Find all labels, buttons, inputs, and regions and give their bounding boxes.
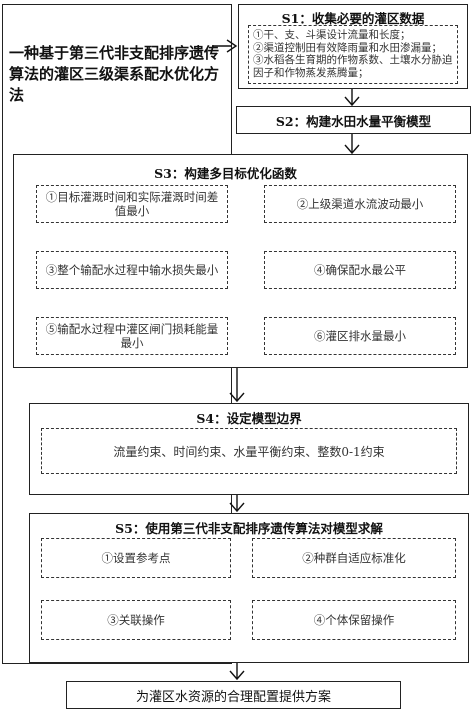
- s3-item-5: ⑤输配水过程中灌区闸门损耗能量最小: [36, 317, 228, 355]
- s3-item-3: ③整个输配水过程中输水损失最小: [36, 251, 228, 289]
- step-s2-box: S2：构建水田水量平衡模型: [236, 106, 471, 134]
- s3-item-6: ⑥灌区排水量最小: [264, 317, 456, 355]
- invention-title: 一种基于第三代非支配排序遗传算法的灌区三级渠系配水优化方法: [9, 44, 220, 104]
- step-s5-title: S5：使用第三代非支配排序遗传算法对模型求解: [115, 521, 383, 536]
- s5-item-2: ②种群自适应标准化: [252, 538, 456, 578]
- step-s2-title: S2：构建水田水量平衡模型: [275, 113, 432, 129]
- s3-item-4: ④确保配水最公平: [264, 251, 456, 289]
- s1-item-2: ②渠道控制田有效降雨量和水田渗漏量；: [253, 41, 442, 54]
- s4-constraints: 流量约束、时间约束、水量平衡约束、整数0-1约束: [113, 444, 385, 459]
- result-box: 为灌区水资源的合理配置提供方案: [66, 681, 401, 709]
- step-s4-title: S4：设定模型边界: [196, 411, 302, 426]
- s5-item-1: ①设置参考点: [41, 538, 231, 578]
- step-s1-title: S1：收集必要的灌区数据: [281, 11, 425, 26]
- step-s5-box: S5：使用第三代非支配排序遗传算法对模型求解 ①设置参考点 ②种群自适应标准化 …: [29, 513, 469, 663]
- s5-item-4: ④个体保留操作: [252, 600, 456, 640]
- step-s3-box: S3：构建多目标优化函数 ①目标灌溉时间和实际灌溉时间差值最小 ②上级渠道水流波…: [13, 154, 468, 368]
- s1-item-1: ①干、支、斗渠设计流量和长度；: [253, 29, 411, 41]
- s5-item-3: ③关联操作: [41, 600, 231, 640]
- s3-item-2: ②上级渠道水流波动最小: [264, 185, 456, 223]
- s3-item-1: ①目标灌溉时间和实际灌溉时间差值最小: [36, 185, 228, 223]
- step-s1-box: S1：收集必要的灌区数据 ①干、支、斗渠设计流量和长度； ②渠道控制田有效降雨量…: [238, 4, 468, 89]
- result-text: 为灌区水资源的合理配置提供方案: [135, 689, 331, 705]
- step-s4-box: S4：设定模型边界 流量约束、时间约束、水量平衡约束、整数0-1约束: [29, 403, 469, 495]
- step-s1-items: ①干、支、斗渠设计流量和长度； ②渠道控制田有效降雨量和水田渗漏量； ③水稻各生…: [248, 25, 458, 84]
- s1-item-3: ③水稻各生育期的作物系数、土壤水分胁迫因子和作物蒸发蒸腾量；: [253, 54, 453, 79]
- step-s3-title: S3：构建多目标优化函数: [154, 166, 297, 181]
- s4-constraints-box: 流量约束、时间约束、水量平衡约束、整数0-1约束: [41, 428, 457, 474]
